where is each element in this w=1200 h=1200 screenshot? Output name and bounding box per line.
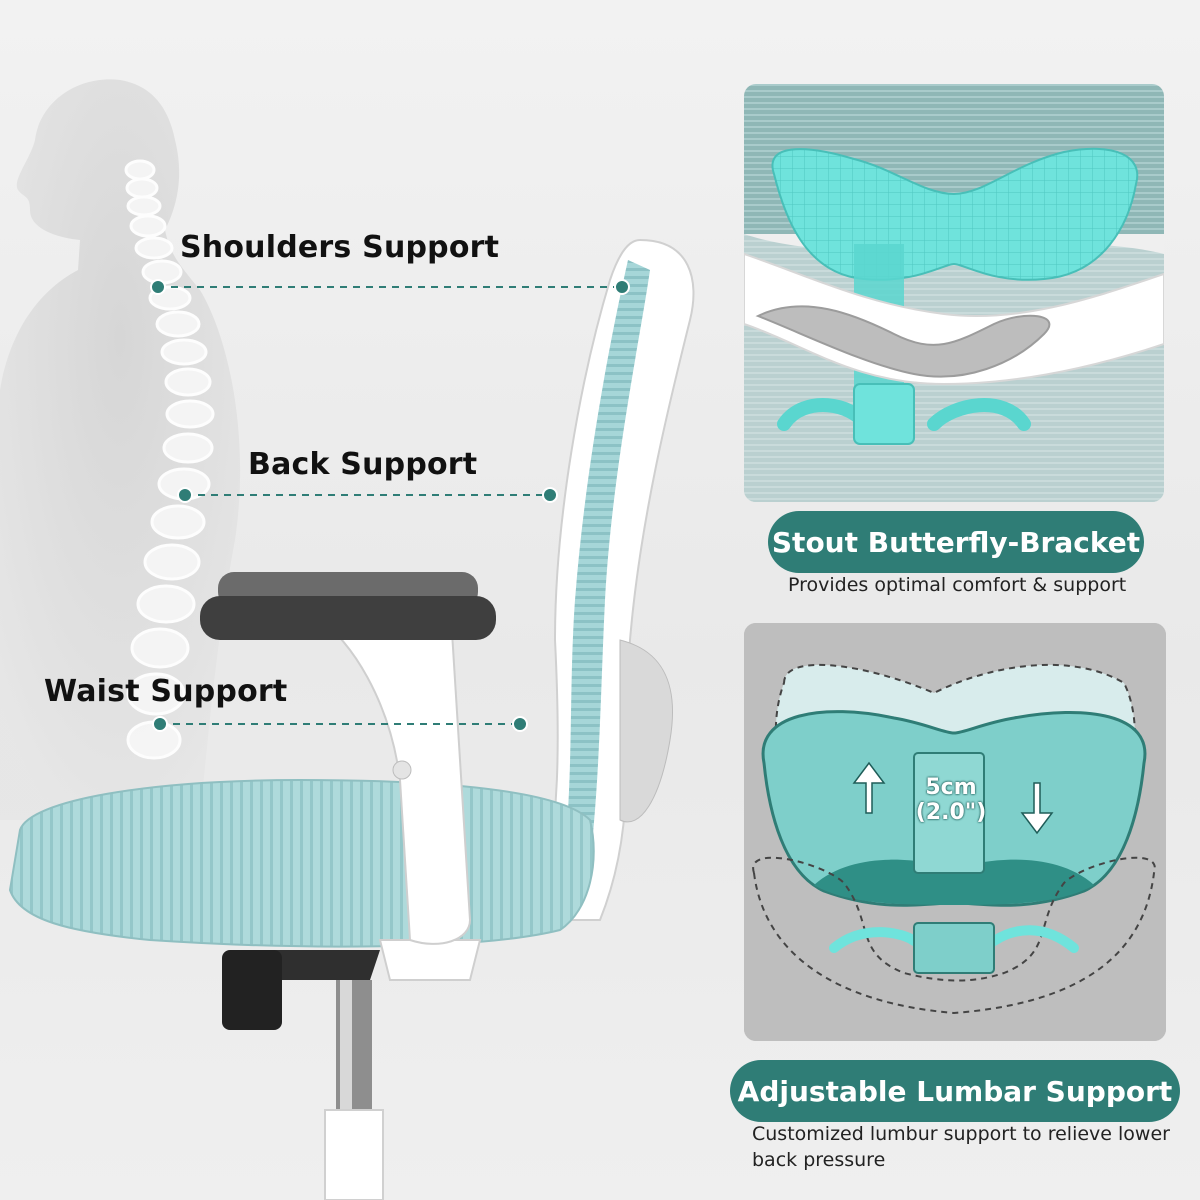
lumbar-support-title: Adjustable Lumbar Support: [730, 1060, 1180, 1122]
measure-in: (2.0"): [915, 800, 987, 825]
shoulders-dot-right: [614, 279, 630, 295]
butterfly-bracket-image: [744, 84, 1164, 502]
shoulders-dot-left: [150, 279, 166, 295]
waist-dot-right: [512, 716, 528, 732]
lumbar-support-panel: [744, 623, 1166, 1041]
lumbar-support-diagram: [744, 623, 1166, 1041]
butterfly-bracket-caption: Provides optimal comfort & support: [788, 574, 1127, 596]
back-dot-right: [542, 487, 558, 503]
butterfly-bracket-title: Stout Butterfly-Bracket: [768, 511, 1144, 573]
butterfly-bracket-panel: [744, 84, 1164, 502]
waist-dot-left: [152, 716, 168, 732]
arrow-up-icon: [852, 761, 886, 814]
back-support-label: Back Support: [248, 447, 478, 482]
lumbar-travel-measure: 5cm (2.0"): [896, 775, 1006, 825]
measure-cm: 5cm: [925, 775, 977, 800]
back-dot-left: [177, 487, 193, 503]
lumbar-support-caption: Customized lumbur support to relieve low…: [752, 1123, 1170, 1171]
shoulders-support-label: Shoulders Support: [180, 230, 500, 265]
waist-support-label: Waist Support: [44, 674, 288, 709]
arrow-down-icon: [1020, 782, 1054, 835]
human-silhouette: [0, 79, 241, 820]
office-chair: [8, 238, 695, 1200]
support-leader-lines: [150, 279, 630, 732]
